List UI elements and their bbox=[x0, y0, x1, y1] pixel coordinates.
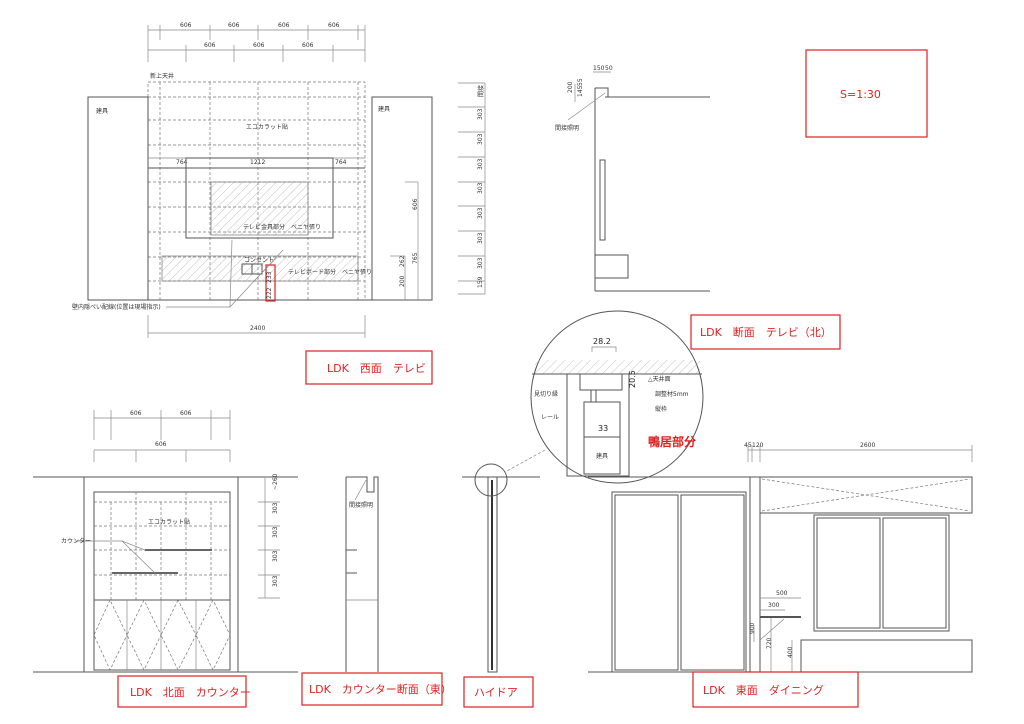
counter-label: カウンター bbox=[61, 537, 91, 545]
dim: 606 bbox=[278, 22, 290, 29]
svg-text:303: 303 bbox=[477, 158, 484, 170]
dim: 120 bbox=[752, 442, 764, 449]
dim: 606 bbox=[302, 42, 314, 49]
outlet-dim: 233 bbox=[266, 271, 273, 283]
north-elevation: 606 606 606 エコカラット貼 カウンター ~260 303 303 3… bbox=[33, 410, 298, 673]
dim: 606 bbox=[180, 22, 192, 29]
dim: 303 bbox=[272, 502, 279, 514]
svg-text:303: 303 bbox=[477, 257, 484, 269]
dim: 606 bbox=[180, 410, 192, 417]
title-counter-section: LDK カウンター断面（東） bbox=[309, 682, 452, 696]
dim: 145 bbox=[577, 85, 584, 97]
dim: 50 bbox=[605, 65, 613, 72]
detail-label: 調整材5mm bbox=[655, 390, 689, 398]
outlet-dim: 222 bbox=[266, 287, 273, 299]
dim: 303 bbox=[272, 575, 279, 587]
dim: 606 bbox=[204, 42, 216, 49]
dim: 720 bbox=[766, 637, 773, 649]
title-north-section: LDK 断面 テレビ（北） bbox=[700, 325, 832, 339]
dim: 900 bbox=[749, 622, 756, 634]
svg-text:303: 303 bbox=[477, 207, 484, 219]
svg-text:303: 303 bbox=[477, 182, 484, 194]
title-box-north bbox=[117, 675, 247, 708]
scale-box bbox=[805, 49, 928, 138]
dim: 303 bbox=[272, 550, 279, 562]
counter-section: 間接照明 bbox=[345, 476, 379, 672]
dim: 2600 bbox=[860, 442, 875, 449]
lighting-label: 間接照明 bbox=[555, 124, 579, 132]
dim: 500 bbox=[776, 590, 788, 597]
dim: 606 bbox=[155, 441, 167, 448]
detail-dim: 20.5 bbox=[628, 370, 637, 388]
north-section: 150 50 200 55 145 間接照明 bbox=[555, 65, 710, 292]
west-elevation: 606 606 606 606 606 606 606 新上天井 建具 建具 エ… bbox=[72, 22, 486, 338]
dim: 1212 bbox=[250, 159, 265, 166]
door-head-detail: 28.2 20.5 33 建具 見切り縁 レール △天井面 調整材5mm 縦枠 … bbox=[504, 310, 704, 484]
total-width: 2400 bbox=[250, 325, 265, 332]
scale-label: S=1:30 bbox=[840, 88, 881, 101]
title-box-east bbox=[692, 671, 859, 708]
dim: 606 bbox=[228, 22, 240, 29]
detail-label: 建具 bbox=[596, 452, 608, 460]
tv-board-label: テレビボード部分 ベニヤ張り bbox=[288, 268, 372, 276]
svg-text:262: 262 bbox=[399, 255, 406, 267]
title-west: LDK 西面 テレビ bbox=[327, 362, 426, 375]
highdoor-section bbox=[462, 463, 540, 673]
dim: 606 bbox=[253, 42, 265, 49]
title-box-counter-section bbox=[301, 672, 443, 706]
title-box-north-section bbox=[690, 314, 841, 350]
ceiling-label: 新上天井 bbox=[150, 72, 174, 80]
title-box-west bbox=[305, 350, 433, 385]
title-highdoor: ハイドア bbox=[474, 686, 518, 699]
fixture-label: 建具 bbox=[378, 105, 390, 113]
fixture-label: 建具 bbox=[96, 107, 108, 115]
ecocarat-label: エコカラット貼 bbox=[246, 123, 288, 131]
dim: 45 bbox=[744, 442, 752, 449]
svg-text:765: 765 bbox=[412, 252, 419, 264]
svg-text:303: 303 bbox=[477, 108, 484, 120]
outlet-label: コンセント bbox=[244, 257, 274, 264]
lighting-label: 間接照明 bbox=[349, 501, 373, 509]
detail-label: 見切り縁 bbox=[534, 390, 558, 398]
kamoi-label: 鴨居部分 bbox=[648, 434, 696, 449]
detail-label: △天井面 bbox=[648, 375, 671, 383]
ecocarat-label: エコカラット貼 bbox=[148, 518, 190, 526]
tv-mount-label: テレビ金具部分 ベニヤ張り bbox=[243, 223, 321, 231]
dim: 300 bbox=[768, 602, 780, 609]
svg-text:200: 200 bbox=[399, 275, 406, 287]
svg-text:303: 303 bbox=[477, 232, 484, 244]
right-dims: 間接 303 303 303 303 303 303 303 159 606 7… bbox=[399, 85, 485, 288]
title-box-highdoor bbox=[463, 676, 534, 708]
title-north: LDK 北面 カウンター bbox=[130, 686, 251, 699]
svg-text:303: 303 bbox=[477, 133, 484, 145]
svg-text:間接: 間接 bbox=[477, 85, 485, 97]
east-elevation: 45 120 2600 500 300 900 720 400 bbox=[588, 442, 973, 673]
svg-text:606: 606 bbox=[412, 198, 419, 210]
detail-dim: 28.2 bbox=[593, 337, 611, 346]
dim: 606 bbox=[130, 410, 142, 417]
dim: 400 bbox=[787, 646, 794, 658]
detail-dim: 33 bbox=[598, 424, 608, 433]
wiring-label: 壁内隠ぺい配線(位置は現場指示) bbox=[72, 303, 161, 311]
dim: 303 bbox=[272, 526, 279, 538]
detail-label: 縦枠 bbox=[655, 405, 667, 413]
dim: 200 bbox=[567, 81, 574, 93]
dim: 150 bbox=[593, 65, 605, 72]
svg-text:159: 159 bbox=[477, 276, 484, 288]
title-east: LDK 東面 ダイニング bbox=[703, 683, 824, 697]
detail-label: レール bbox=[541, 414, 559, 421]
dim: 606 bbox=[328, 22, 340, 29]
dim: 764 bbox=[335, 159, 347, 166]
dim: 55 bbox=[577, 78, 584, 86]
dim: ~260 bbox=[272, 473, 279, 490]
dim: 764 bbox=[176, 159, 188, 166]
